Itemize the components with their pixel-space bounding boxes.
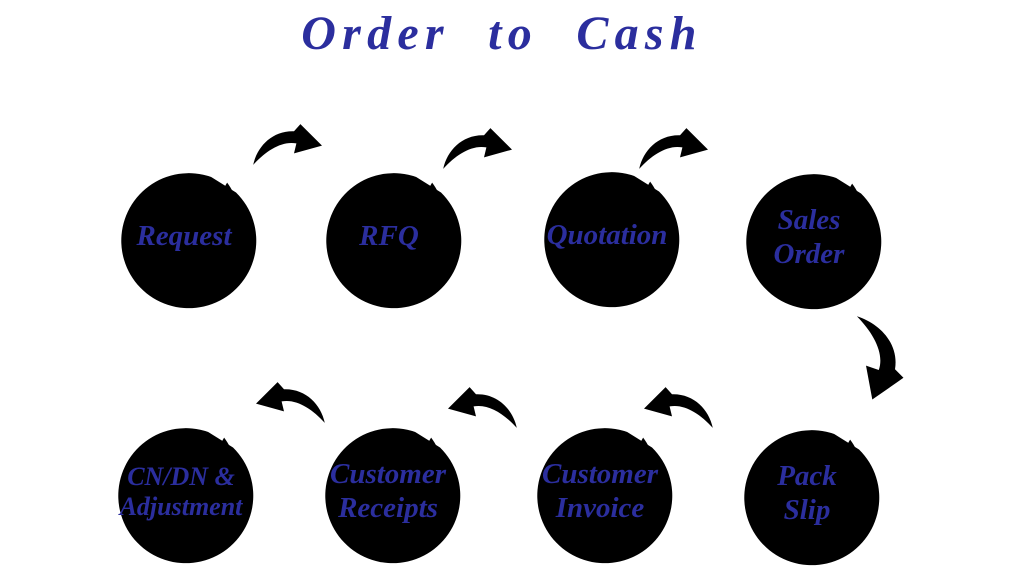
diagram-title: Order to Cash — [301, 7, 703, 60]
flow-arrow-customer-receipts-to-cn-dn-icon — [256, 382, 325, 423]
node-cn-dn-adjustment: CN/DN & Adjustment — [106, 417, 256, 567]
node-customer-invoice: Customer Invoice — [525, 417, 675, 567]
label-line: Customer — [541, 458, 659, 491]
node-label: Customer Invoice — [525, 417, 675, 567]
node-label: RFQ — [314, 162, 464, 312]
flow-arrow-quotation-to-sales-order-icon — [639, 128, 708, 169]
node-label: CN/DN & Adjustment — [106, 417, 256, 567]
label-line: Order — [773, 238, 845, 270]
node-label: Sales Order — [734, 163, 884, 313]
node-pack-slip: Pack Slip — [732, 419, 882, 569]
node-label: Request — [109, 162, 259, 312]
label-line: Customer — [329, 458, 447, 491]
node-sales-order: Sales Order — [734, 163, 884, 313]
label-line: Adjustment — [119, 492, 243, 521]
node-rfq: RFQ — [314, 162, 464, 312]
label-line: CN/DN & — [127, 461, 235, 491]
node-request: Request — [109, 162, 259, 312]
node-label: Pack Slip — [732, 419, 882, 569]
label-line: Invoice — [555, 492, 645, 524]
flow-arrow-rfq-to-quotation-icon — [443, 128, 512, 169]
label-line: Pack — [777, 460, 837, 493]
flow-arrow-pack-slip-to-customer-invoice-icon — [644, 387, 713, 428]
label-line: RFQ — [359, 220, 419, 253]
label-line: Slip — [783, 494, 831, 526]
flow-arrow-request-to-rfq-icon — [253, 124, 322, 165]
node-customer-receipts: Customer Receipts — [313, 417, 463, 567]
flow-arrow-customer-invoice-to-customer-receipts-icon — [448, 387, 517, 428]
label-line: Quotation — [546, 219, 668, 252]
node-label: Customer Receipts — [313, 417, 463, 567]
flow-arrow-sales-order-to-pack-slip-icon — [847, 316, 911, 403]
label-line: Receipts — [338, 492, 438, 524]
node-label: Quotation — [532, 161, 682, 311]
label-line: Request — [136, 220, 232, 253]
label-line: Sales — [777, 204, 841, 237]
node-quotation: Quotation — [532, 161, 682, 311]
